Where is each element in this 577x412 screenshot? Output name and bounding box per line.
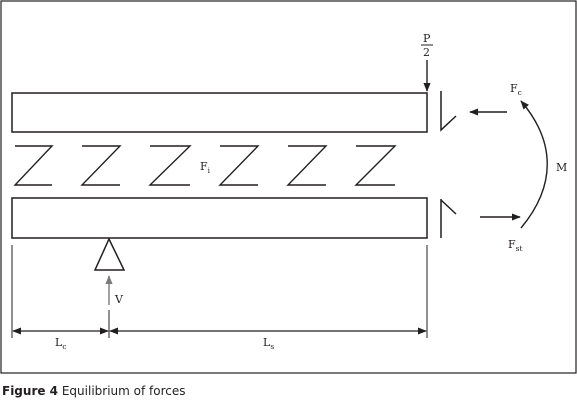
shear-connector xyxy=(218,145,260,186)
bottom-beam xyxy=(11,197,428,239)
label-m: M xyxy=(556,161,567,174)
label-fst: Fst xyxy=(508,238,523,253)
caption-text: Equilibrium of forces xyxy=(58,384,186,398)
figure-frame xyxy=(0,0,577,374)
label-p: P xyxy=(423,32,431,45)
shear-connector xyxy=(13,145,54,186)
label-fi: Fi xyxy=(200,160,211,175)
shear-connector xyxy=(80,145,122,186)
figure-number: Figure 4 xyxy=(2,384,59,398)
label-2: 2 xyxy=(423,46,430,59)
section-bottom-bracket xyxy=(440,199,457,238)
dimension-extension-lines xyxy=(11,245,428,338)
support-triangle xyxy=(93,237,126,271)
shear-connectors xyxy=(13,145,397,186)
shear-connector xyxy=(148,145,192,186)
shear-connector xyxy=(354,145,397,186)
section-top-bracket xyxy=(440,91,457,132)
shear-connector xyxy=(286,145,328,186)
top-beam xyxy=(11,92,428,133)
figure-caption: Figure 4 Equilibrium of forces xyxy=(2,384,186,398)
moment-arc xyxy=(520,100,548,229)
label-fc: Fc xyxy=(510,82,522,97)
label-ls: Ls xyxy=(263,336,274,351)
label-lc: Lc xyxy=(55,336,67,351)
label-v: V xyxy=(114,293,124,306)
